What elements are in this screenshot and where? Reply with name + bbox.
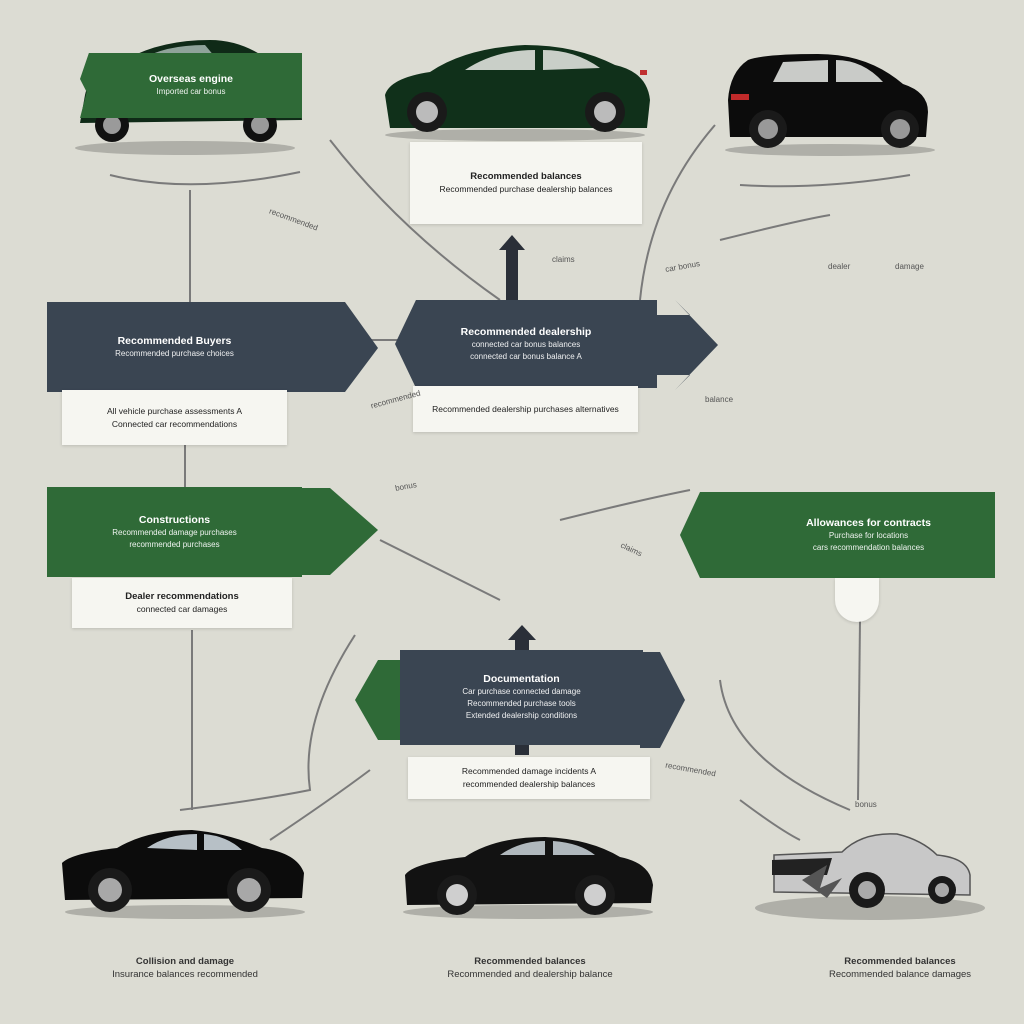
node-line: connected car bonus balance A bbox=[470, 351, 582, 361]
node-recommended-dealership: Recommended dealership connected car bon… bbox=[395, 300, 657, 388]
caption-title: Recommended balances bbox=[844, 956, 956, 967]
node-recommended-buyers: Recommended Buyers Recommended purchase … bbox=[47, 302, 302, 392]
connector-line bbox=[719, 679, 851, 811]
node-constructions: Constructions Recommended damage purchas… bbox=[47, 487, 302, 577]
node-line: Extended dealership conditions bbox=[465, 711, 578, 720]
card-line: Recommended damage incidents A bbox=[461, 766, 597, 776]
node-line: Car purchase connected damage bbox=[462, 687, 581, 696]
node-overseas-engine: Overseas engine Imported car bonus bbox=[80, 53, 302, 118]
node-line: Purchase for locations bbox=[828, 530, 909, 540]
card-mid-center: Recommended dealership purchases alterna… bbox=[413, 386, 638, 432]
connector-line bbox=[559, 489, 691, 521]
card-right-tab bbox=[835, 578, 879, 622]
scribble-label: balance bbox=[705, 395, 734, 404]
node-title: Recommended Buyers bbox=[117, 334, 232, 347]
caption-bottom-right: Recommended balances Recommended balance… bbox=[800, 955, 1000, 981]
connector-line bbox=[857, 619, 861, 801]
card-title: Dealer recommendations bbox=[125, 591, 239, 602]
caption-line: Insurance balances recommended bbox=[112, 969, 258, 980]
connector-line bbox=[329, 139, 501, 301]
connector-line bbox=[379, 539, 501, 601]
node-line: Recommended purchase tools bbox=[467, 699, 576, 708]
caption-line: Recommended and dealership balance bbox=[447, 969, 613, 980]
scribble-label: claims bbox=[552, 255, 575, 264]
connector-line bbox=[639, 124, 716, 301]
caption-line: Recommended balance damages bbox=[828, 969, 972, 980]
connector-line bbox=[739, 799, 801, 841]
arrow-right-icon bbox=[640, 652, 685, 748]
caption-title: Collision and damage bbox=[135, 956, 235, 967]
wrecked-car-icon bbox=[772, 833, 971, 908]
connector-line bbox=[179, 634, 356, 811]
scribble-label: dealer bbox=[828, 262, 851, 271]
caption-bottom-center: Recommended balances Recommended and dea… bbox=[410, 955, 650, 981]
caption-bottom-left: Collision and damage Insurance balances … bbox=[60, 955, 310, 981]
node-line: Imported car bonus bbox=[156, 87, 226, 96]
node-title: Allowances for contracts bbox=[806, 516, 931, 529]
card-line: connected car damages bbox=[136, 604, 228, 614]
arrow-left-icon bbox=[680, 492, 745, 578]
card-title: Recommended balances bbox=[470, 171, 582, 182]
card-line: All vehicle purchase assessments A bbox=[106, 405, 243, 416]
card-top-center: Recommended balances Recommended purchas… bbox=[410, 142, 642, 224]
sedan-car-icon bbox=[385, 45, 650, 132]
node-title: Constructions bbox=[138, 513, 211, 526]
card-line: Recommended dealership purchases alterna… bbox=[432, 403, 619, 414]
node-line: Recommended damage purchases bbox=[112, 527, 237, 537]
node-title: Documentation bbox=[483, 673, 560, 685]
connector-line bbox=[109, 171, 301, 186]
card-line: recommended dealership balances bbox=[462, 779, 596, 789]
coupe-car-icon bbox=[405, 837, 653, 915]
coupe-car-icon bbox=[62, 830, 304, 912]
card-line: Recommended purchase dealership balances bbox=[439, 184, 613, 194]
connector-line bbox=[269, 769, 371, 841]
hatchback-car-icon bbox=[728, 54, 928, 148]
caption-title: Recommended balances bbox=[474, 956, 586, 967]
arrow-left-icon bbox=[355, 660, 400, 740]
connector-line bbox=[739, 174, 911, 188]
card-bottom-center: Recommended damage incidents A recommend… bbox=[408, 757, 650, 799]
arrow-right-icon bbox=[300, 488, 378, 575]
node-line: connected car bonus balances bbox=[471, 339, 581, 349]
node-line: recommended purchases bbox=[129, 539, 220, 549]
card-left-lower: Dealer recommendations connected car dam… bbox=[72, 578, 292, 628]
node-line: cars recommendation balances bbox=[812, 542, 925, 552]
node-title: Recommended dealership bbox=[460, 325, 592, 338]
arrow-up-icon bbox=[499, 235, 525, 305]
node-documentation: Documentation Car purchase connected dam… bbox=[400, 650, 643, 745]
connector-line bbox=[719, 214, 831, 241]
arrow-right-icon bbox=[300, 302, 378, 392]
node-title: Overseas engine bbox=[148, 73, 234, 85]
card-line: Connected car recommendations bbox=[111, 418, 238, 429]
arrow-right-icon bbox=[655, 300, 718, 390]
card-left-upper: All vehicle purchase assessments A Conne… bbox=[62, 390, 287, 445]
scribble-label: damage bbox=[895, 262, 924, 271]
node-line: Recommended purchase choices bbox=[115, 348, 234, 358]
scribble-label: bonus bbox=[855, 800, 877, 809]
node-allowances: Allowances for contracts Purchase for lo… bbox=[742, 492, 995, 578]
